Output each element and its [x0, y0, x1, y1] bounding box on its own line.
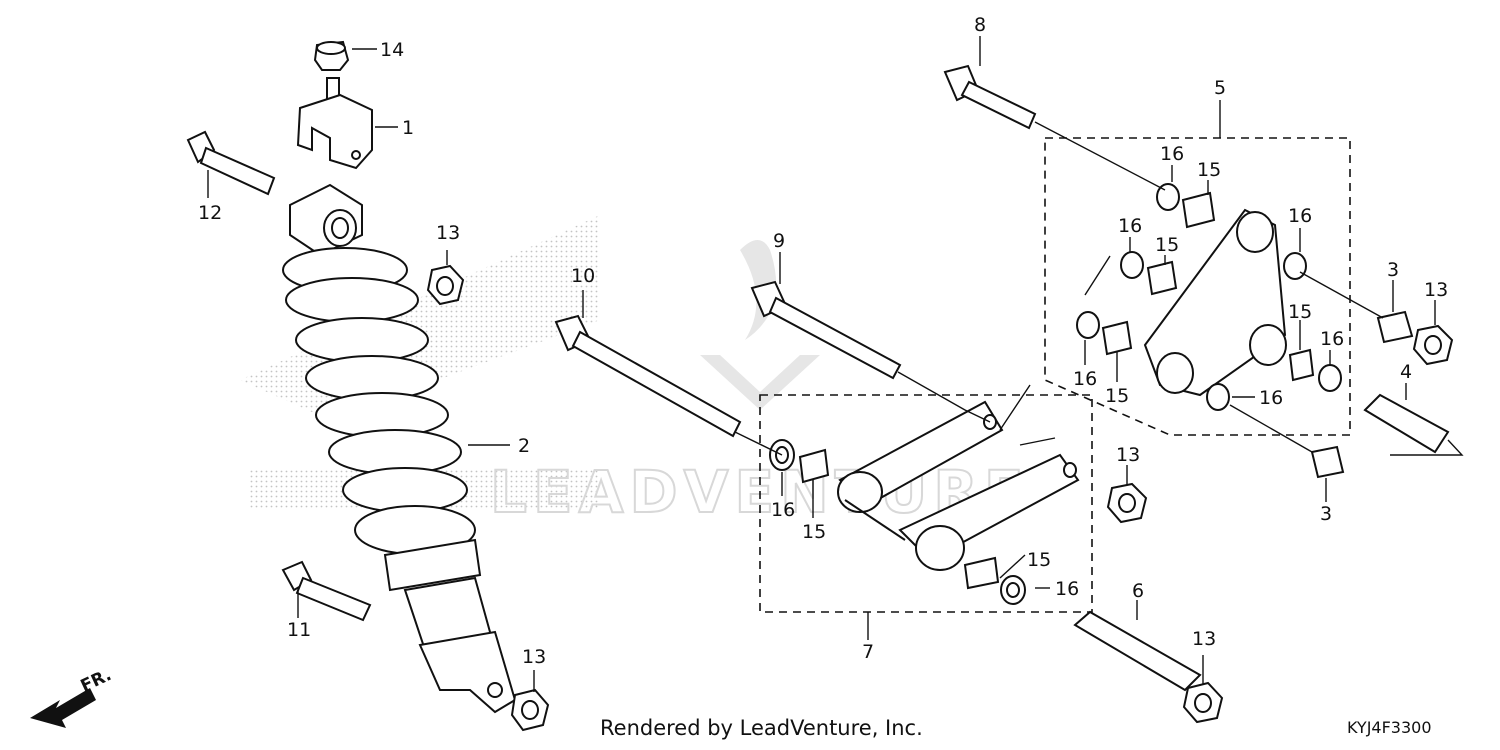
callout-15: 15: [1288, 301, 1312, 323]
callout-3: 3: [1387, 259, 1399, 281]
callout-16: 16: [1055, 578, 1079, 600]
callout-6: 6: [1132, 580, 1144, 602]
callout-13: 13: [1192, 628, 1216, 650]
callout-9: 9: [773, 230, 785, 252]
callout-13: 13: [1424, 279, 1448, 301]
callout-13: 13: [522, 646, 546, 668]
callout-5: 5: [1214, 77, 1226, 99]
rendered-by-credit: Rendered by LeadVenture, Inc.: [600, 716, 923, 740]
callout-16: 16: [1073, 368, 1097, 390]
callout-12: 12: [198, 202, 222, 224]
callout-15: 15: [1105, 385, 1129, 407]
cushion-connecting-rod: [554, 280, 1224, 724]
callout-8: 8: [974, 14, 986, 36]
leader-lines: [207, 36, 1464, 692]
callout-labels: 14 1 12 13 2 11 13 10 9 16 15 7 15 16 13…: [198, 14, 1448, 668]
callout-15: 15: [1197, 159, 1221, 181]
shock-absorber: FR.: [30, 40, 550, 732]
callout-13: 13: [1116, 444, 1140, 466]
callout-14: 14: [380, 39, 404, 61]
callout-15: 15: [802, 521, 826, 543]
callout-2: 2: [518, 435, 530, 457]
callout-13: 13: [436, 222, 460, 244]
callout-3: 3: [1320, 503, 1332, 525]
callout-15: 15: [1027, 549, 1051, 571]
callout-16: 16: [1160, 143, 1184, 165]
callout-15: 15: [1155, 234, 1179, 256]
callout-16: 16: [771, 499, 795, 521]
callout-16: 16: [1118, 215, 1142, 237]
fr-direction-label: FR.: [78, 665, 115, 696]
callout-7: 7: [862, 641, 874, 663]
callout-16: 16: [1320, 328, 1344, 350]
callout-16: 16: [1259, 387, 1283, 409]
callout-10: 10: [571, 265, 595, 287]
callout-4: 4: [1400, 361, 1412, 383]
callout-16: 16: [1288, 205, 1312, 227]
callout-11: 11: [287, 619, 311, 641]
drawing-code: KYJ4F3300: [1347, 718, 1432, 737]
callout-1: 1: [402, 117, 414, 139]
cushion-arm: [943, 64, 1454, 479]
